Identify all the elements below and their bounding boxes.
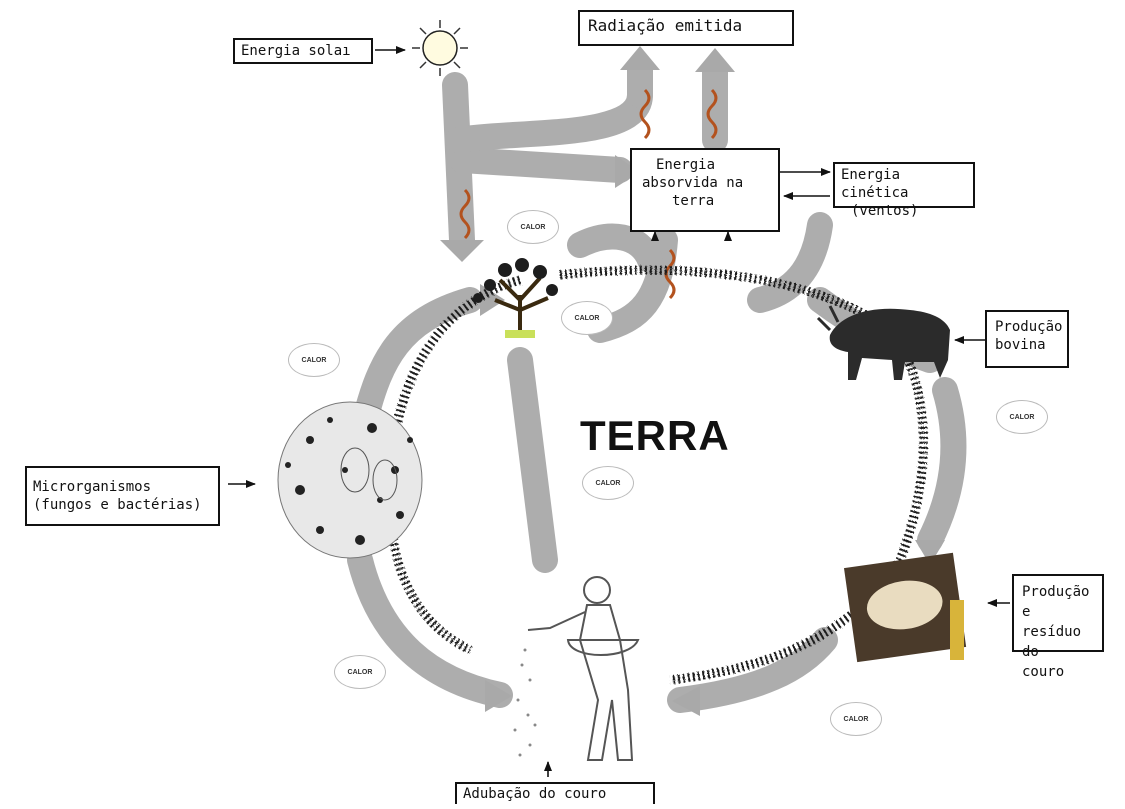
solar-in-head [440, 240, 484, 262]
leather-line-3: couro [1022, 664, 1065, 680]
heat-ellipse-5: CALOR [582, 466, 634, 500]
fertilization-label: Adubação do couro [455, 782, 655, 804]
wave-radiation-1 [639, 88, 651, 140]
bovine-line-1: Produção [995, 319, 1063, 335]
ox-icon [816, 305, 950, 380]
connector-arrows [228, 46, 1010, 777]
heat-ellipse-3: CALOR [288, 343, 340, 377]
radiation-head-2 [695, 48, 735, 72]
heat-ellipse-1: CALOR [507, 210, 559, 244]
absorbed-head [615, 155, 640, 188]
soil-right-arrow [747, 212, 833, 313]
diagram-title: TERRA [580, 412, 730, 459]
cycle-right [917, 377, 967, 553]
heat-ellipse-4: CALOR [996, 400, 1048, 434]
farmer-body [578, 604, 634, 761]
kinetic-energy-box: Energia cinética (ventos) [833, 162, 975, 219]
absorbed-line-2: absorvida na [642, 175, 744, 191]
bovine-production-box: Produção bovina [985, 310, 1069, 368]
micro-line-1: Microrganismos [33, 479, 152, 495]
solar-to-absorbed-arrow [449, 147, 633, 183]
leather-line-2: resíduo do [1022, 624, 1082, 660]
loom-icon [843, 552, 967, 663]
solar-reflect-arrow [445, 82, 653, 153]
leather-line-1: Produção e [1022, 584, 1090, 620]
right-down-head [915, 540, 945, 565]
farmer-head-shape [583, 576, 611, 604]
scattered-fertilizer [513, 648, 537, 757]
radiation-head-1 [620, 46, 660, 70]
wave-radiation-2 [706, 88, 718, 140]
microorganism-cluster-icon [277, 401, 423, 559]
soil-left-arrow [567, 223, 663, 273]
farmer-head [485, 680, 512, 712]
cycle-left-bottom [347, 547, 513, 708]
cycle-bottom-right [667, 627, 838, 713]
heat-ellipse-6: CALOR [334, 655, 386, 689]
microorganisms-box: Microrganismos (fungos e bactérias) [25, 466, 220, 526]
leather-production-box: Produção e resíduo do couro [1012, 574, 1104, 680]
bottom-return-head [672, 686, 700, 716]
heat-ellipse-7: CALOR [830, 702, 882, 736]
bovine-line-2: bovina [995, 337, 1046, 353]
tree-to-farmer-arrow [507, 347, 558, 573]
tree-icon [473, 258, 558, 338]
kinetic-line-1: Energia cinética [841, 167, 909, 201]
emitted-radiation-label: Radiação emitida [578, 10, 794, 46]
wave-solar [459, 188, 471, 240]
farmer-icon [527, 576, 640, 761]
farmer-basket [566, 639, 640, 656]
cycle-left-top [352, 287, 483, 433]
farmer-arm [527, 611, 586, 631]
micro-line-2: (fungos e bactérias) [33, 497, 202, 513]
solar-energy-label: Energia solaı [233, 38, 373, 64]
kinetic-line-2: (ventos) [851, 203, 919, 219]
absorbed-line-1: Energia [656, 157, 716, 173]
sun-icon [412, 20, 468, 76]
absorbed-energy-box: Energia absorvida na terra [630, 148, 780, 232]
absorbed-line-3: terra [672, 193, 715, 209]
soil-ring-right [559, 265, 928, 685]
heat-ellipse-2: CALOR [561, 301, 613, 335]
